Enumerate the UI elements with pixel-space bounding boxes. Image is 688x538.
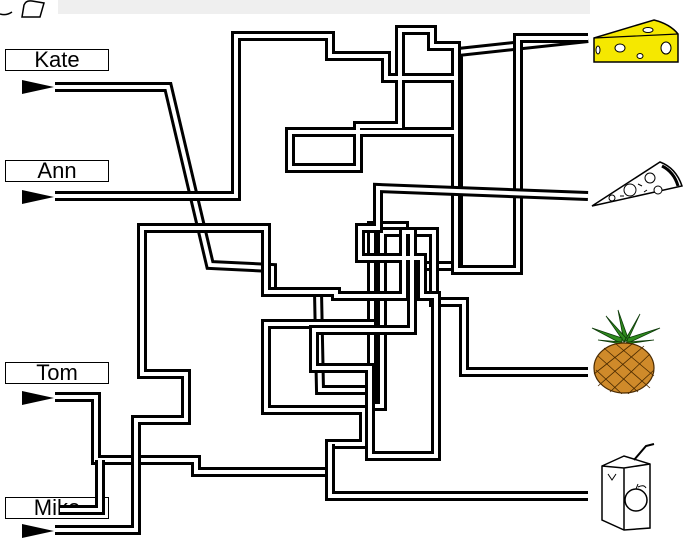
- maze-path-ann: [55, 30, 588, 270]
- pineapple-icon: [588, 308, 664, 394]
- juice-box-icon: [594, 442, 658, 532]
- maze-path-kate: [55, 38, 588, 390]
- pizza-icon: [590, 160, 684, 210]
- cheese-icon: [590, 18, 682, 66]
